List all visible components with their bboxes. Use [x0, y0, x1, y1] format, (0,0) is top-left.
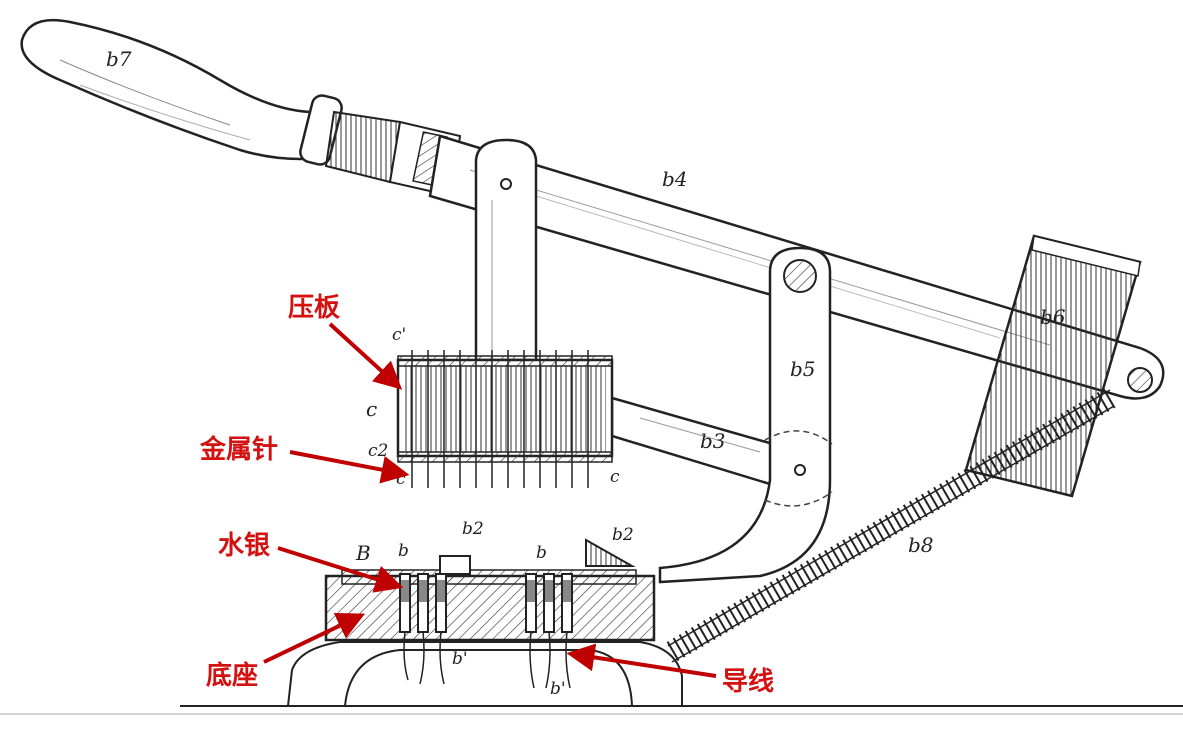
press-plate: [396, 350, 614, 488]
vertical-post: [474, 138, 538, 362]
support-arch: [287, 641, 683, 707]
arrow-mercury: [277, 546, 404, 593]
link-arm: [658, 246, 833, 584]
arrow-base: [263, 613, 366, 664]
letter-cup-left: b: [398, 541, 409, 561]
letter-spring: b8: [908, 533, 934, 557]
base-block: [324, 538, 656, 642]
letter-pins-right: c: [610, 467, 620, 487]
arrow-metal-pins: [289, 450, 410, 484]
letter-handle: b7: [106, 47, 132, 71]
letter-post-right: b2: [612, 525, 634, 545]
letter-base: B: [355, 541, 371, 565]
arrow-press-plate: [328, 322, 403, 390]
letter-plate-side: c: [366, 397, 377, 421]
arrow-wires: [566, 643, 717, 678]
label-base: 底座: [206, 660, 258, 691]
letter-link: b5: [790, 357, 816, 381]
letter-bar: b3: [700, 429, 726, 453]
letter-lever: b4: [662, 167, 688, 191]
letter-plate-bottom: c2: [368, 441, 388, 461]
wires: [403, 631, 571, 689]
handle: [20, 18, 462, 198]
label-wires: 导线: [722, 667, 774, 697]
letter-block: b6: [1040, 305, 1066, 329]
label-metal-pins: 金属针: [199, 434, 278, 465]
letter-wire-mid: b': [452, 649, 468, 669]
letter-cup-right: b: [536, 543, 547, 563]
label-press-plate: 压板: [288, 293, 340, 323]
label-mercury: 水银: [218, 531, 271, 561]
letter-wire-low: b': [550, 679, 566, 699]
lower-bar: [610, 396, 782, 486]
spring: [662, 388, 1116, 664]
letter-plate-top: c': [392, 325, 406, 345]
letter-post-mid: b2: [462, 519, 484, 539]
weight-block: [964, 234, 1142, 498]
